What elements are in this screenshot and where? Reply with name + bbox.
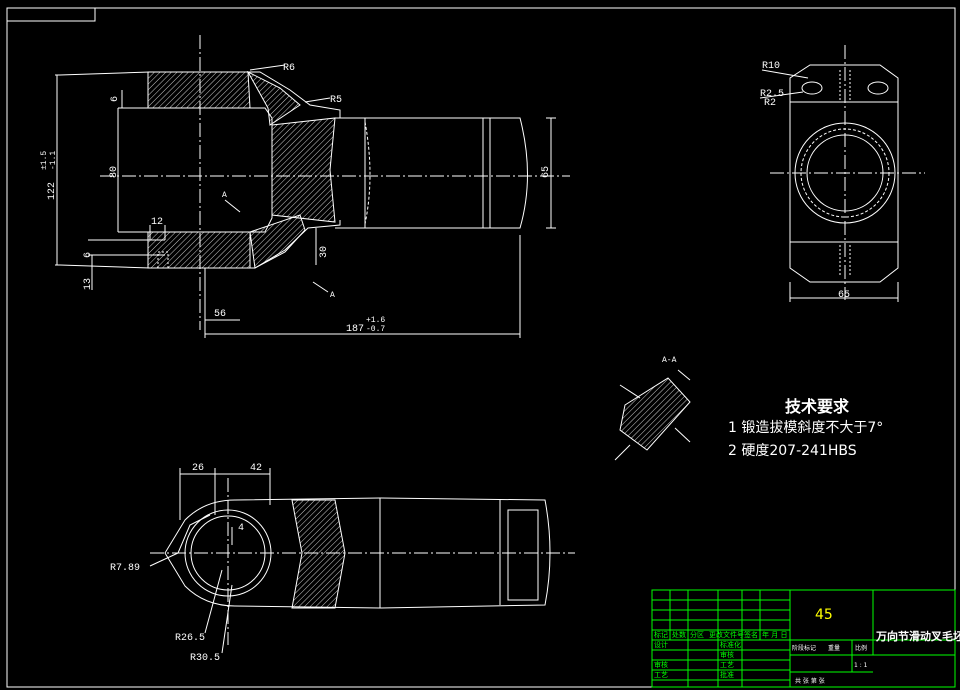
label-65-front: 65 bbox=[541, 166, 552, 178]
label-r7-89: R7.89 bbox=[110, 563, 140, 574]
mark-a-2: A bbox=[330, 291, 335, 300]
side-view bbox=[759, 45, 925, 302]
row-process: 工艺 bbox=[720, 661, 734, 669]
label-12: 12 bbox=[151, 217, 163, 228]
row-approve: 批准 bbox=[720, 670, 734, 679]
label-187-tol-low: -0.7 bbox=[366, 325, 385, 334]
label-r10: R10 bbox=[762, 61, 780, 72]
label-30: 30 bbox=[319, 246, 330, 258]
section-aa-view bbox=[614, 369, 691, 461]
label-26: 26 bbox=[192, 463, 204, 474]
requirements-title: 技术要求 bbox=[785, 397, 850, 416]
label-122-tol-up: ±1.5 bbox=[40, 151, 49, 170]
header-count: 处数 bbox=[672, 630, 686, 639]
label-section-aa: A-A bbox=[662, 356, 677, 365]
label-r6: R6 bbox=[283, 63, 295, 74]
label-6-low: 6 bbox=[83, 252, 94, 258]
label-r2: R2 bbox=[764, 98, 776, 109]
label-r2-5: R2.5 bbox=[760, 89, 784, 100]
scale-label: 比例 bbox=[855, 644, 867, 652]
top-view bbox=[149, 468, 575, 654]
label-4: 4 bbox=[238, 523, 244, 534]
mark-a-1: A bbox=[222, 191, 227, 200]
row-design: 设计 bbox=[654, 640, 668, 649]
label-6-top: 6 bbox=[110, 96, 121, 102]
label-42: 42 bbox=[250, 463, 262, 474]
row-standardize: 标准化 bbox=[720, 640, 741, 649]
requirement-2: 2 硬度207-241HBS bbox=[728, 443, 857, 459]
row-check: 审核 bbox=[654, 660, 668, 669]
label-187: 187 bbox=[346, 324, 364, 335]
label-56: 56 bbox=[214, 309, 226, 320]
weight-label: 重量 bbox=[828, 644, 840, 652]
requirement-1: 1 锻造拔模斜度不大于7° bbox=[728, 420, 883, 436]
header-date: 年 月 日 bbox=[762, 630, 787, 639]
sheets-label: 共 张 第 张 bbox=[795, 677, 825, 685]
label-65-side: 65 bbox=[838, 290, 850, 301]
label-187-tol-up: +1.6 bbox=[366, 316, 385, 325]
front-view bbox=[55, 35, 570, 338]
label-122-tol-low: -1.1 bbox=[49, 151, 58, 170]
material-value: 45 bbox=[815, 607, 833, 623]
scale-ratio: 1 : 1 bbox=[854, 662, 868, 669]
header-sign: 签名 bbox=[744, 630, 758, 639]
title-block bbox=[651, 589, 956, 688]
drawing-name: 万向节滑动叉毛坯图 bbox=[875, 629, 960, 643]
header-zone: 分区 bbox=[690, 630, 704, 639]
label-122: 122 bbox=[47, 182, 58, 200]
label-80: 80 bbox=[109, 166, 120, 178]
stage-mark: 阶段标记 bbox=[792, 644, 816, 652]
label-r26-5: R26.5 bbox=[175, 633, 205, 644]
label-r30-5: R30.5 bbox=[190, 653, 220, 664]
label-13: 13 bbox=[83, 278, 94, 290]
row-review: 审核 bbox=[720, 650, 734, 659]
header-doc: 更改文件号 bbox=[709, 630, 744, 639]
drawing-frame bbox=[6, 7, 956, 688]
label-r5: R5 bbox=[330, 95, 342, 106]
row-craft: 工艺 bbox=[654, 671, 668, 679]
header-mark: 标记 bbox=[654, 630, 668, 639]
